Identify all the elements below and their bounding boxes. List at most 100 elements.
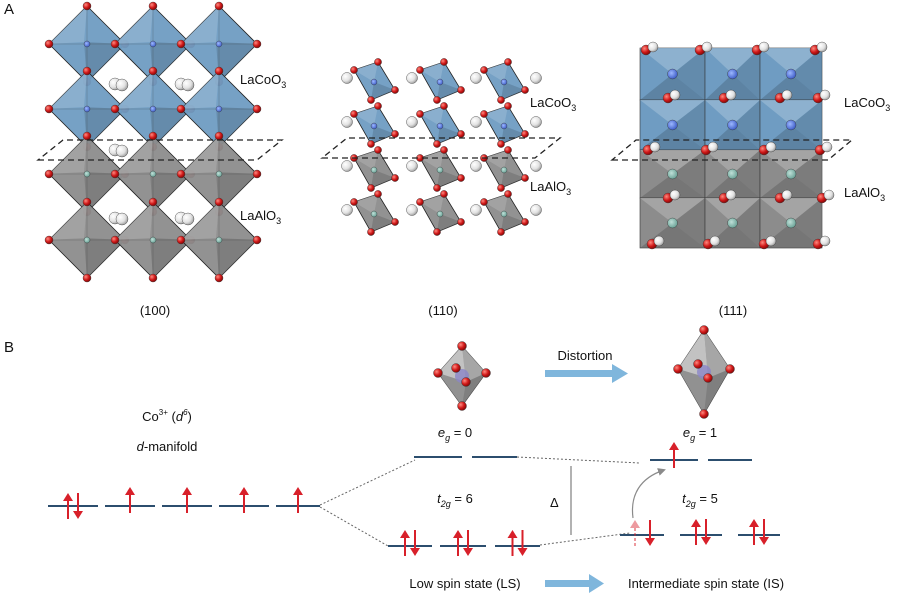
al-octahedron-face — [150, 172, 191, 212]
distortion-arrow-shaft — [545, 370, 613, 377]
al-octahedron-face — [84, 238, 125, 278]
oxygen-atom — [374, 102, 382, 110]
spin-down-arrow-head — [645, 538, 655, 546]
co-octahedron-face — [371, 82, 395, 100]
la-atom — [470, 204, 482, 216]
oxygen-atom — [252, 169, 262, 179]
co-octahedron-face — [791, 48, 822, 100]
oxygen-atom — [82, 131, 92, 141]
oxygen-atom — [673, 364, 683, 374]
oxygen-atom — [521, 218, 529, 226]
oxygen-atom — [480, 66, 488, 74]
spin-up-arrow-head — [453, 530, 463, 538]
oxygen-atom — [521, 174, 529, 182]
oxygen-atom — [214, 1, 224, 11]
oxygen-atom — [416, 110, 424, 118]
co-octahedron-face — [672, 100, 705, 150]
al-octahedron-cation — [667, 217, 678, 229]
oxygen-atom — [433, 184, 441, 192]
is-caption: Intermediate spin state (IS) — [628, 576, 784, 591]
vacated-spin-up-arrow-head — [630, 520, 640, 528]
al-octahedron-face — [420, 194, 444, 214]
co-octahedron-face — [216, 42, 257, 82]
co-octahedron-face — [705, 74, 760, 100]
al-octahedron-cation — [667, 168, 678, 180]
la-atom — [701, 41, 713, 53]
co-octahedron-cation — [500, 78, 508, 86]
spin-up-arrow-head — [400, 530, 410, 538]
la-atom — [765, 141, 777, 153]
al-octahedron-face — [705, 198, 760, 223]
al-octahedron-face — [760, 198, 822, 223]
co-octahedron-face — [420, 62, 444, 82]
oxygen-atom — [350, 110, 358, 118]
oxygen-atom — [148, 197, 158, 207]
oxygen-atom — [480, 110, 488, 118]
la-atom — [823, 189, 835, 201]
oxygen-atom — [457, 86, 465, 94]
al-octahedron-face — [791, 198, 822, 248]
co-octahedron-face — [484, 62, 508, 82]
panel-b-label: B — [4, 339, 14, 356]
oxygen-atom — [391, 86, 399, 94]
co-octahedron-face — [672, 48, 705, 100]
co-octahedron-face — [791, 100, 822, 150]
al-octahedron-face — [216, 172, 257, 212]
la-atom — [707, 141, 719, 153]
structure-100 — [44, 1, 262, 283]
spin-down-arrow-head — [463, 548, 473, 556]
ls-levels — [388, 456, 540, 556]
delta-symbol: Δ — [550, 495, 559, 510]
oxygen-atom — [457, 130, 465, 138]
co-octahedron-face — [150, 42, 191, 82]
oxygen-atom — [451, 363, 461, 373]
la-atom — [765, 235, 777, 247]
oxygen-atom — [497, 228, 505, 236]
oxygen-atom — [457, 174, 465, 182]
al-octahedron-cation — [370, 166, 378, 174]
co-octahedron-face — [732, 100, 760, 150]
la-atom — [669, 89, 681, 101]
co-octahedron-cation — [215, 105, 223, 113]
oxygen-atom — [440, 58, 448, 66]
oxygen-atom — [44, 104, 54, 114]
al-octahedron-cation — [727, 217, 738, 229]
al-octahedron-cation — [83, 236, 91, 244]
oxygen-atom — [82, 273, 92, 283]
co-octahedron-cation — [149, 40, 157, 48]
la-atom — [781, 189, 793, 201]
co-octahedron-cation — [500, 122, 508, 130]
co-octahedron-face — [760, 74, 822, 100]
oxygen-atom — [416, 198, 424, 206]
oxygen-atom — [457, 401, 467, 411]
oxygen-atom — [699, 325, 709, 335]
co-octahedron-cation — [436, 78, 444, 86]
la-atom — [115, 78, 129, 92]
la-atom — [725, 189, 737, 201]
oxygen-atom — [481, 368, 491, 378]
al-octahedron-cation — [500, 166, 508, 174]
is-eg-label: eg = 1 — [683, 425, 717, 443]
oxygen-atom — [44, 39, 54, 49]
interface-plane-100 — [36, 139, 284, 161]
co-octahedron-cation — [667, 68, 678, 80]
spin-up-arrow-head — [239, 487, 249, 495]
oxygen-atom — [148, 1, 158, 11]
oxygen-atom — [725, 364, 735, 374]
al-octahedron-cation — [436, 166, 444, 174]
co-octahedron-cation — [215, 40, 223, 48]
co-octahedron-face — [49, 6, 87, 44]
la-atom — [781, 89, 793, 101]
al-octahedron-cation — [215, 236, 223, 244]
al-octahedron-cation — [785, 217, 797, 229]
al-octahedron-face — [705, 174, 760, 198]
co-octahedron-face — [150, 107, 191, 147]
oxygen-atom — [367, 96, 375, 104]
co-octahedron-face — [84, 107, 125, 147]
s110-top-material: LaCoO3 — [530, 95, 576, 113]
la-atom — [821, 141, 833, 153]
co-octahedron-cation — [83, 105, 91, 113]
oxygen-atom — [252, 39, 262, 49]
al-octahedron-cation — [149, 170, 157, 178]
la-atom — [115, 144, 129, 158]
